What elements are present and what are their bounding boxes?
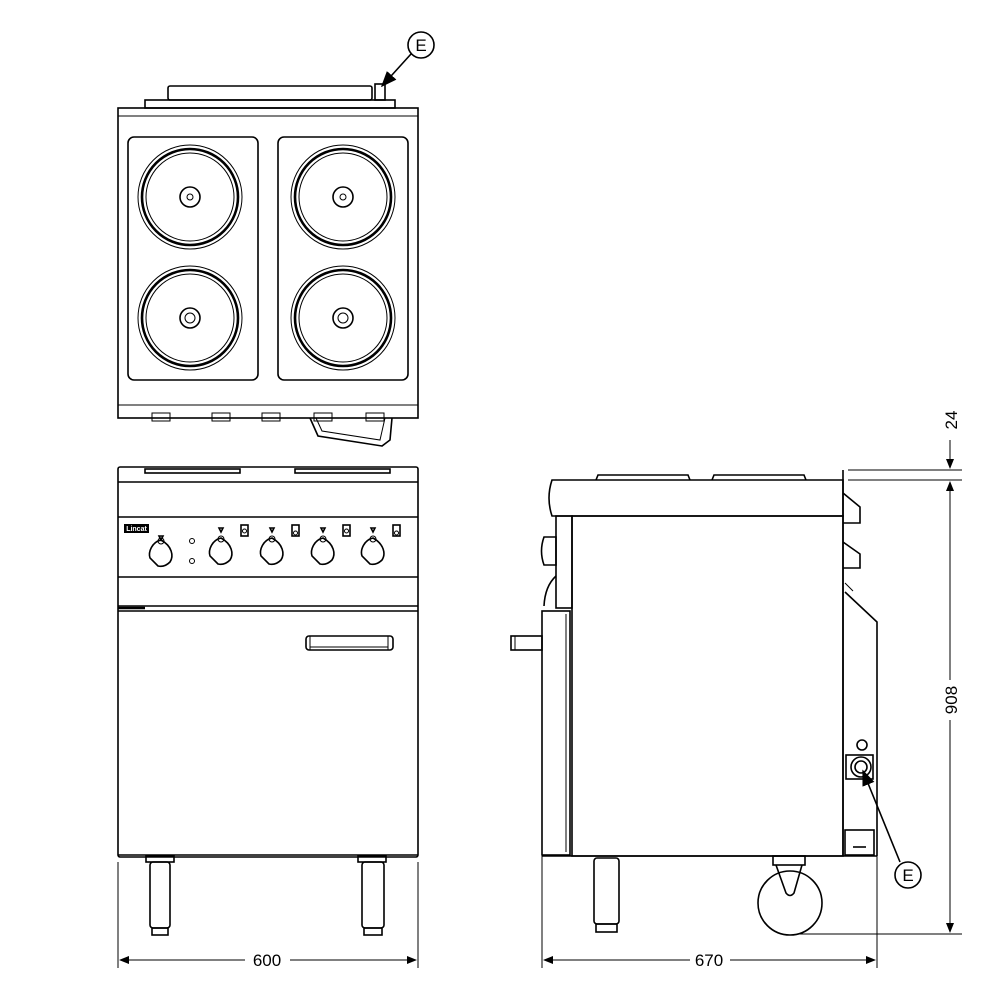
callout-label: E <box>415 36 426 55</box>
front-view: Lincat <box>117 466 419 936</box>
dimension-label: 24 <box>942 411 961 430</box>
dimension-depth: 670 <box>543 951 876 970</box>
control-knob[interactable] <box>310 537 335 566</box>
control-knob[interactable] <box>208 537 233 566</box>
control-knob[interactable] <box>148 539 173 568</box>
side-view <box>510 470 878 968</box>
dimension-height: 908 24 <box>800 411 962 935</box>
hotplate <box>290 265 396 371</box>
brand-logo: Lincat <box>124 524 149 533</box>
oven-door-handle <box>305 635 394 651</box>
callout-label: E <box>902 866 913 885</box>
control-knobs <box>148 524 401 568</box>
dimension-label: 670 <box>695 951 723 970</box>
hotplate <box>290 144 396 250</box>
side-knob <box>540 536 557 566</box>
control-knob[interactable] <box>360 537 385 566</box>
castor-wheel <box>757 855 823 936</box>
callout-e-top: E <box>380 31 435 88</box>
oven-handle-top <box>309 417 393 447</box>
callout-e-side: E <box>862 769 922 889</box>
dimension-width: 600 <box>117 862 419 970</box>
hotplate <box>137 144 243 250</box>
front-legs <box>145 855 387 936</box>
side-door-handle <box>510 635 543 651</box>
top-view <box>117 83 419 447</box>
control-knob[interactable] <box>259 537 284 566</box>
dimension-label: 908 <box>942 686 961 714</box>
hotplate <box>137 265 243 371</box>
dimension-label: 600 <box>253 951 281 970</box>
knob-stubs <box>151 412 385 422</box>
svg-text:Lincat: Lincat <box>126 526 147 533</box>
